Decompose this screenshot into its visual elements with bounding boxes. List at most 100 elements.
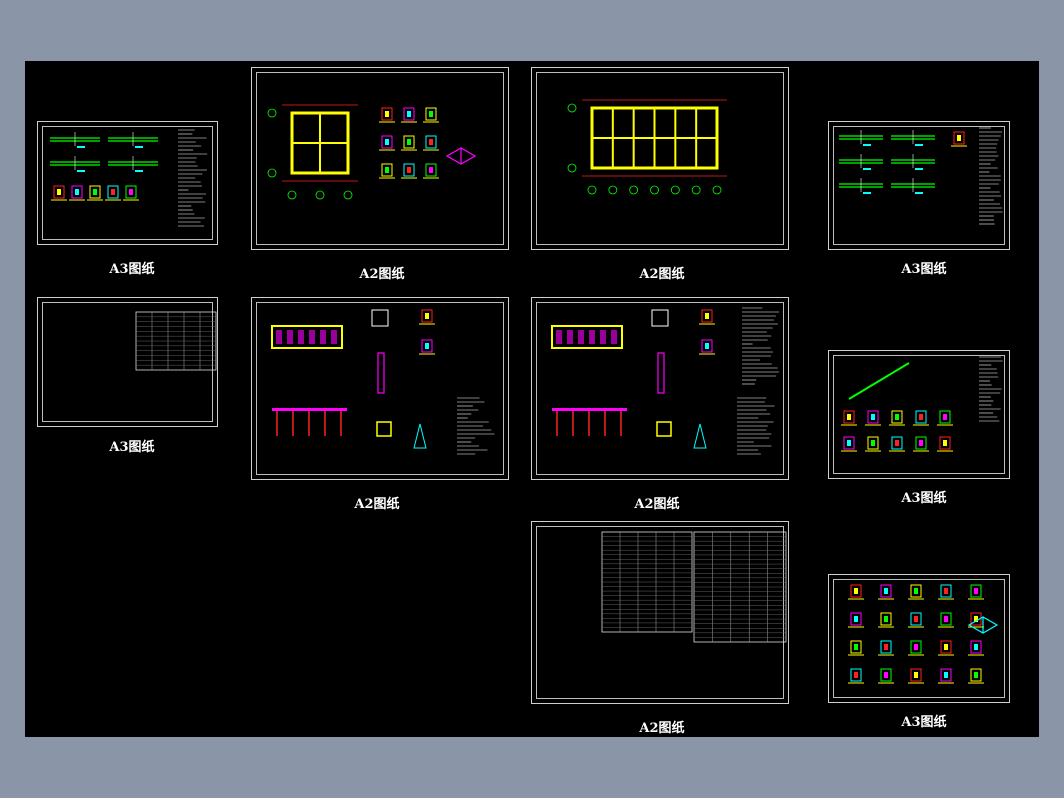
node-detail (939, 436, 951, 450)
node-detail (943, 414, 947, 420)
section-member (578, 330, 584, 344)
sheet-a3-2[interactable] (828, 121, 1010, 250)
axis-bubble (567, 103, 577, 113)
detail-tag (77, 146, 85, 148)
section-member (276, 330, 282, 344)
node-detail (403, 163, 415, 177)
node-detail (970, 612, 982, 626)
node-detail (847, 414, 851, 420)
sheet-a3-3[interactable] (37, 297, 218, 427)
base-plate (656, 421, 672, 437)
sheet-inner-frame (833, 355, 1005, 474)
detail-tag (77, 170, 85, 172)
node-detail (970, 640, 982, 654)
node-detail (403, 107, 415, 121)
node-detail (880, 640, 892, 654)
axis-bubble (691, 185, 701, 195)
sheet-inner-frame (42, 126, 213, 240)
sheet-a2-4[interactable] (531, 297, 789, 480)
node-detail (71, 185, 83, 199)
node-detail (407, 167, 411, 173)
node-detail (850, 612, 862, 626)
node-detail (425, 135, 437, 149)
sheet-drawing (848, 584, 999, 684)
node-detail (910, 668, 922, 682)
node-detail (880, 668, 892, 682)
node-detail (944, 588, 948, 594)
axis-bubble (343, 190, 353, 200)
column-elev (657, 352, 665, 394)
sheet-a3-4[interactable] (828, 350, 1010, 479)
axis-bubble (315, 190, 325, 200)
sheet-drawing (267, 104, 477, 200)
node-detail (957, 135, 961, 141)
sheet-a2-1[interactable] (251, 67, 509, 250)
sheet-inner-frame (42, 302, 213, 422)
sheet-a3-1[interactable] (37, 121, 218, 245)
sheet-label: A2图纸 (354, 497, 400, 512)
node-detail (850, 640, 862, 654)
node-detail (970, 584, 982, 598)
node-detail (884, 672, 888, 678)
node-detail (854, 616, 858, 622)
sheet-drawing (841, 356, 1003, 452)
sheet-a2-3[interactable] (251, 297, 509, 480)
model-space-canvas[interactable]: A3图纸 A2图纸 A2图纸 A3图纸 A3图纸 A2图纸 A2图纸 A3图纸 (25, 61, 1039, 737)
node-detail (884, 644, 888, 650)
node-detail (891, 410, 903, 424)
node-detail (919, 414, 923, 420)
node-detail (381, 163, 393, 177)
node-detail (843, 436, 855, 450)
sheet-drawing (839, 127, 1003, 225)
section-member (611, 330, 617, 344)
sheet-inner-frame (256, 72, 504, 245)
section-member (600, 330, 606, 344)
sheet-inner-frame (536, 72, 784, 245)
detail-tag (915, 168, 923, 170)
section-view (551, 325, 623, 349)
node-detail (57, 189, 61, 195)
node-detail (940, 668, 952, 682)
node-detail (871, 414, 875, 420)
section-member (331, 330, 337, 344)
node-detail (867, 410, 879, 424)
sheet-inner-frame (536, 302, 784, 475)
node-detail (425, 163, 437, 177)
section-member (298, 330, 304, 344)
node-detail (940, 612, 952, 626)
sheet-a2-5[interactable] (531, 521, 789, 704)
node-detail (407, 111, 411, 117)
inclined-member (848, 362, 910, 400)
node-detail (914, 588, 918, 594)
node-detail (111, 189, 115, 195)
node-detail (880, 584, 892, 598)
iso-joint (967, 616, 999, 634)
sheet-label: A2图纸 (634, 497, 680, 512)
elevation-beam (552, 408, 627, 411)
node-detail (107, 185, 119, 199)
node-detail (914, 616, 918, 622)
node-detail (974, 588, 978, 594)
axis-bubble (267, 168, 277, 178)
sheet-inner-frame (256, 302, 504, 475)
sheet-label: A2图纸 (639, 267, 685, 282)
node-detail (867, 436, 879, 450)
axis-bubble (567, 163, 577, 173)
node-detail (381, 135, 393, 149)
node-detail (421, 309, 433, 323)
elevation-beam (272, 408, 347, 411)
axis-bubble (267, 108, 277, 118)
detail-tag (915, 144, 923, 146)
sheet-a2-2[interactable] (531, 67, 789, 250)
sheet-inner-frame (833, 126, 1005, 245)
sheet-label: A3图纸 (109, 262, 155, 277)
sheet-a3-5[interactable] (828, 574, 1010, 703)
node-detail (974, 672, 978, 678)
sheet-drawing (567, 99, 727, 195)
node-detail (89, 185, 101, 199)
sheet-label: A2图纸 (639, 721, 685, 736)
node-detail (385, 167, 389, 173)
column-detail (371, 309, 389, 327)
node-detail (940, 640, 952, 654)
node-detail (705, 313, 709, 319)
